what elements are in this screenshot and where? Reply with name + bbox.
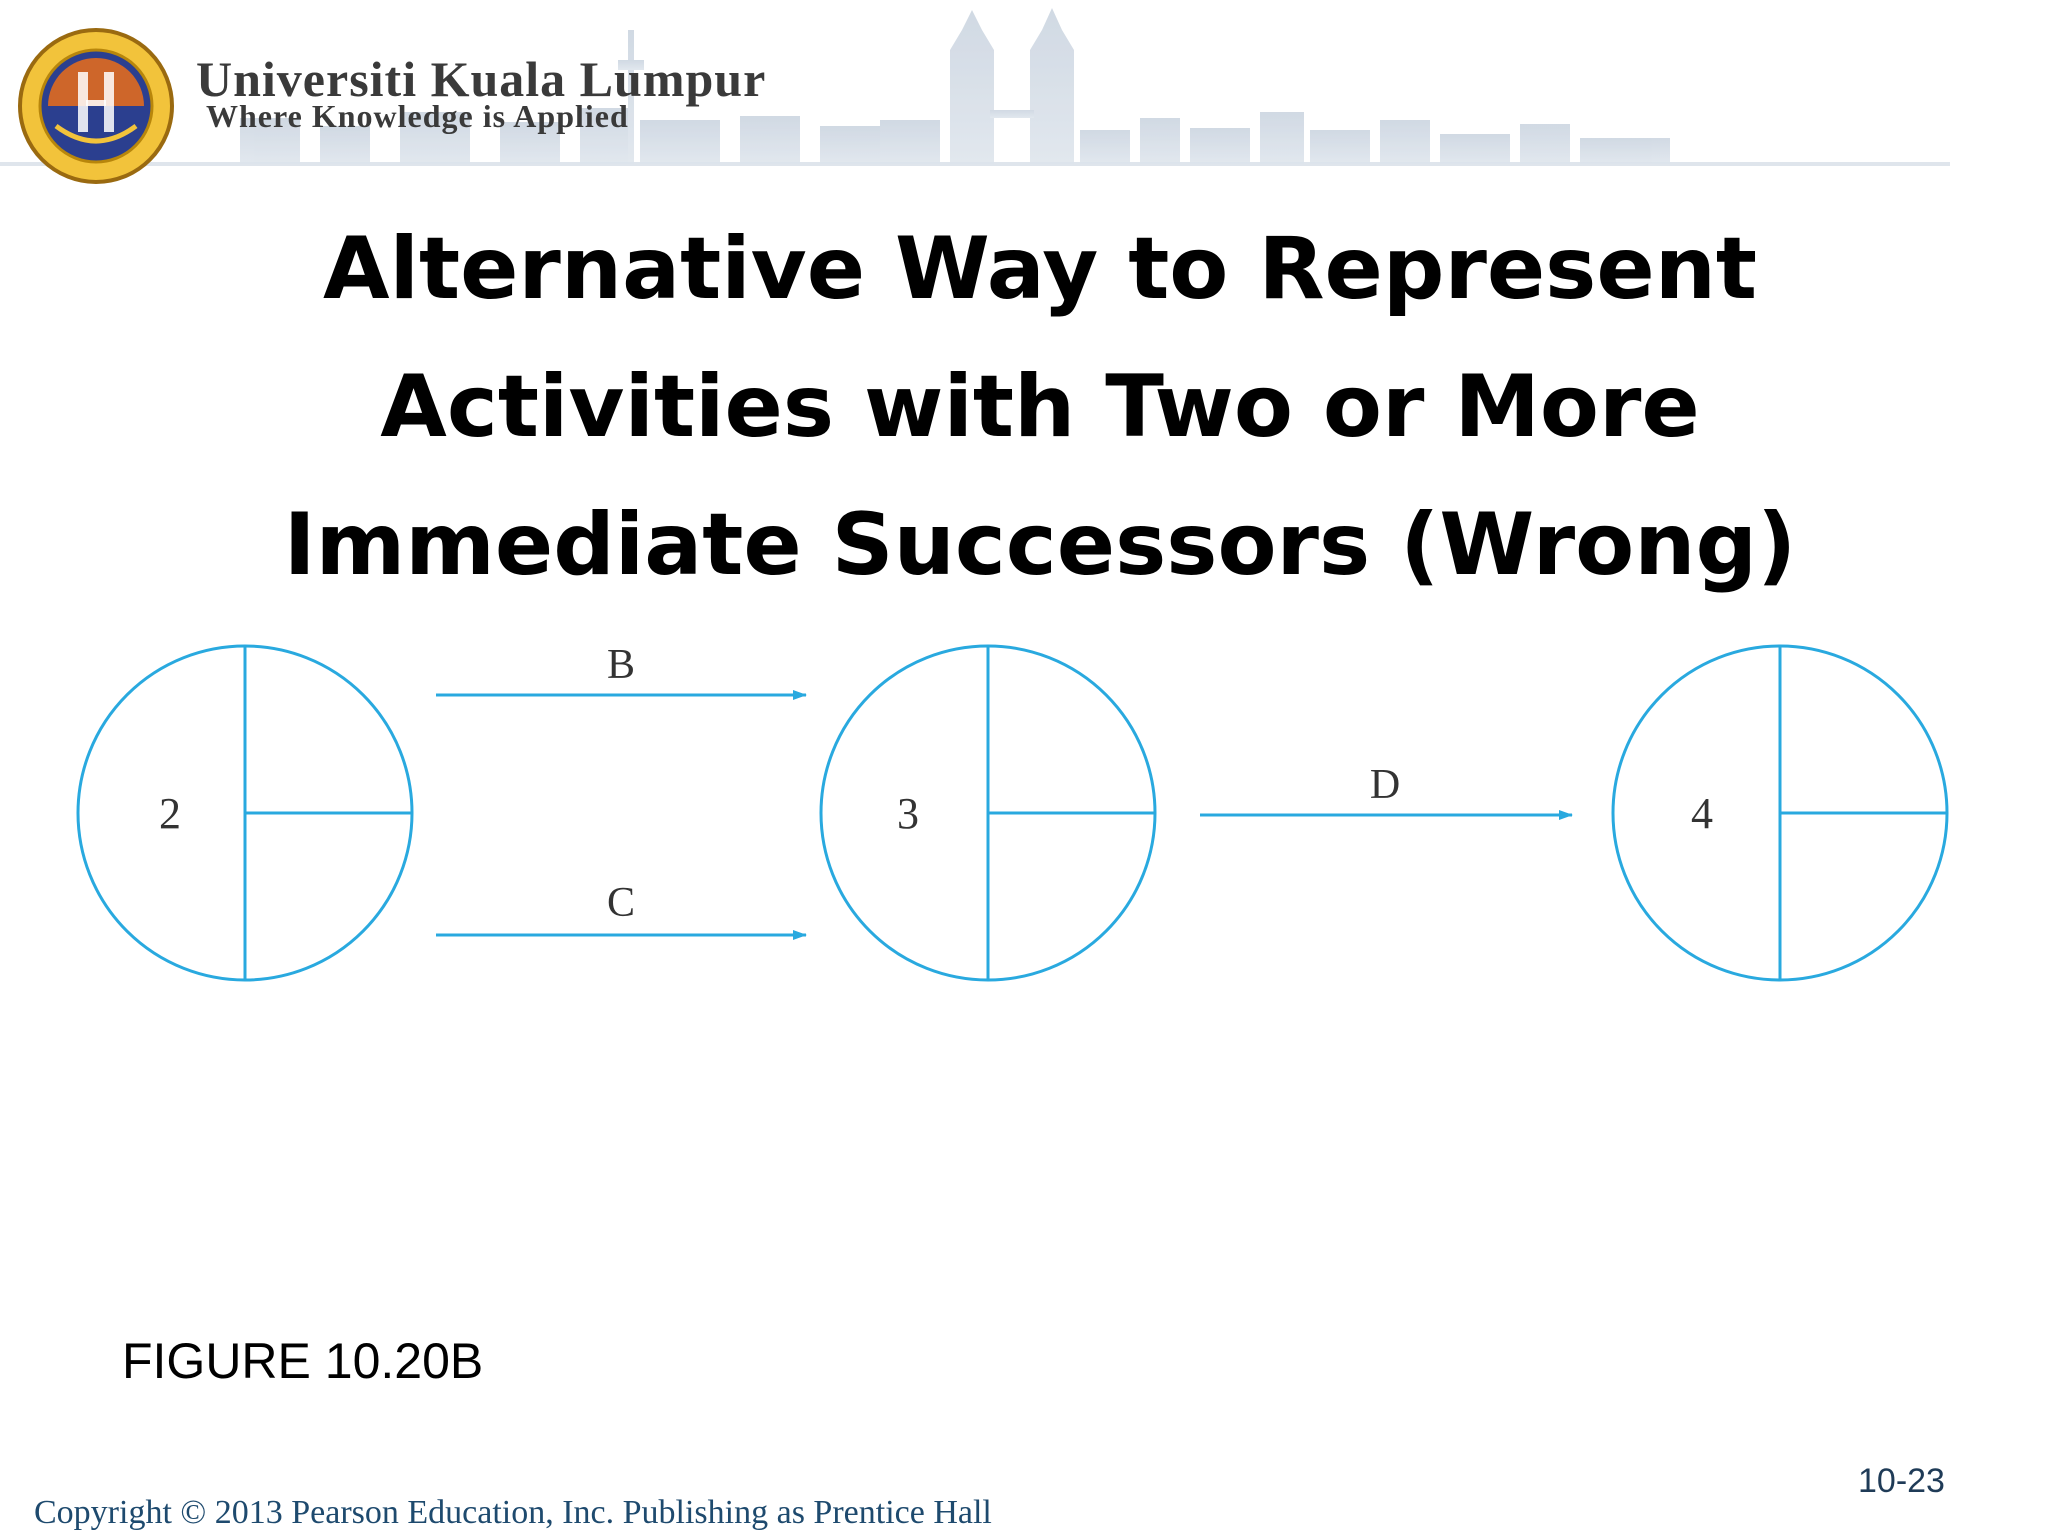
university-name: Universiti Kuala Lumpur (196, 51, 767, 107)
arrow-c: C (436, 880, 807, 940)
slide-title-line-1: Alternative Way to Represent (322, 219, 1758, 319)
arrow-b-label: B (607, 642, 635, 688)
node-3: 3 (819, 644, 1157, 982)
node-2-label: 2 (159, 789, 181, 838)
node-4-label: 4 (1691, 789, 1713, 838)
unikl-seal-icon (18, 28, 174, 184)
copyright-notice: Copyright © 2013 Pearson Education, Inc.… (34, 1494, 992, 1531)
node-4: 4 (1611, 644, 1949, 982)
figure-label: FIGURE 10.20B (122, 1333, 484, 1389)
arrow-d-label: D (1370, 762, 1400, 808)
slide-header: Universiti Kuala Lumpur Where Knowledge … (0, 0, 1950, 184)
arrow-d: D (1200, 762, 1573, 820)
node-3-label: 3 (897, 789, 919, 838)
arrow-c-label: C (607, 880, 635, 926)
university-tagline: Where Knowledge is Applied (206, 98, 629, 134)
node-2: 2 (76, 644, 414, 982)
slide-title-line-3: Immediate Successors (Wrong) (283, 495, 1797, 595)
network-diagram: 2 3 4 B C D (76, 642, 1949, 982)
slide-title-line-2: Activities with Two or More (380, 357, 1700, 457)
arrow-b: B (436, 642, 807, 700)
slide-title: Alternative Way to Represent Activities … (230, 200, 1850, 614)
city-skyline-banner (0, 8, 1950, 166)
page-number: 10-23 (1858, 1462, 1945, 1500)
